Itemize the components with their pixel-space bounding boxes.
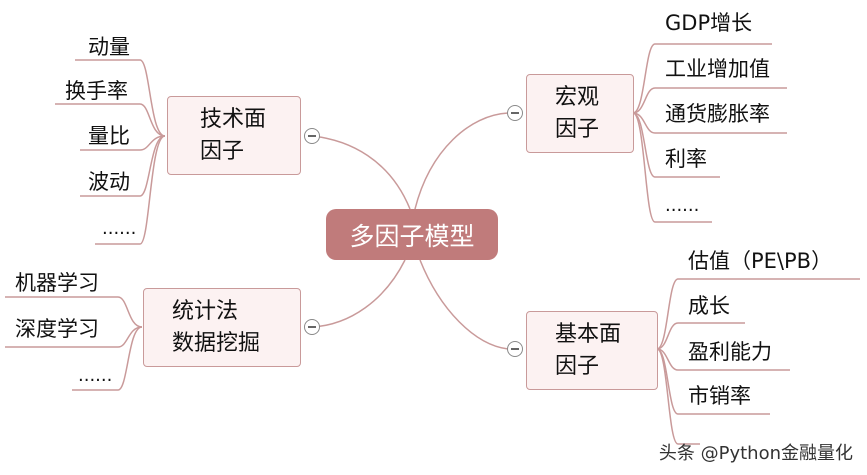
node-fundamental-factor[interactable]: 基本面 因子 bbox=[526, 311, 658, 390]
link-center-stat bbox=[311, 259, 406, 328]
node-statistical-mining[interactable]: 统计法 数据挖掘 bbox=[143, 288, 301, 367]
node-technical-line1: 技术面 bbox=[200, 106, 267, 132]
collapse-icon[interactable] bbox=[304, 128, 320, 144]
node-fund-line1: 基本面 bbox=[555, 321, 622, 347]
leaf-more[interactable]: ...... bbox=[665, 195, 700, 216]
collapse-icon[interactable] bbox=[304, 319, 320, 335]
leaf-profitability[interactable]: 盈利能力 bbox=[688, 340, 772, 364]
leaf-deep-learning[interactable]: 深度学习 bbox=[15, 317, 99, 341]
collapse-icon[interactable] bbox=[507, 341, 523, 357]
leaf-momentum[interactable]: 动量 bbox=[88, 35, 130, 59]
node-macro-line2: 因子 bbox=[555, 116, 600, 142]
node-stat-line1: 统计法 bbox=[172, 298, 239, 324]
node-technical-factor[interactable]: 技术面 因子 bbox=[167, 96, 301, 175]
link-center-fund bbox=[419, 259, 509, 350]
node-macro-factor[interactable]: 宏观 因子 bbox=[526, 74, 634, 153]
leaf-turnover[interactable]: 换手率 bbox=[65, 79, 128, 103]
leaf-volume-ratio[interactable]: 量比 bbox=[88, 124, 130, 148]
link-center-macro bbox=[414, 112, 509, 210]
leaf-inflation[interactable]: 通货膨胀率 bbox=[665, 102, 770, 126]
node-macro-line1: 宏观 bbox=[555, 84, 600, 110]
link-center-tech bbox=[311, 135, 411, 210]
leaf-valuation[interactable]: 估值（PE\PB） bbox=[688, 249, 833, 273]
leaf-industrial-value[interactable]: 工业增加值 bbox=[665, 57, 770, 81]
leaf-more[interactable]: ...... bbox=[78, 365, 113, 386]
leaf-more[interactable]: ...... bbox=[102, 218, 137, 239]
leaf-price-to-sales[interactable]: 市销率 bbox=[688, 384, 751, 408]
collapse-icon[interactable] bbox=[507, 105, 523, 121]
node-technical-line2: 因子 bbox=[200, 138, 245, 164]
leaf-volatility[interactable]: 波动 bbox=[88, 170, 130, 194]
leaf-growth[interactable]: 成长 bbox=[688, 294, 730, 318]
leaf-gdp[interactable]: GDP增长 bbox=[665, 11, 753, 35]
leaf-interest-rate[interactable]: 利率 bbox=[665, 147, 707, 171]
watermark: 头条 @Python金融量化 bbox=[658, 443, 853, 464]
leaf-machine-learning[interactable]: 机器学习 bbox=[15, 271, 99, 295]
node-fund-line2: 因子 bbox=[555, 353, 600, 379]
node-stat-line2: 数据挖掘 bbox=[172, 330, 261, 356]
center-topic[interactable]: 多因子模型 bbox=[326, 209, 498, 260]
